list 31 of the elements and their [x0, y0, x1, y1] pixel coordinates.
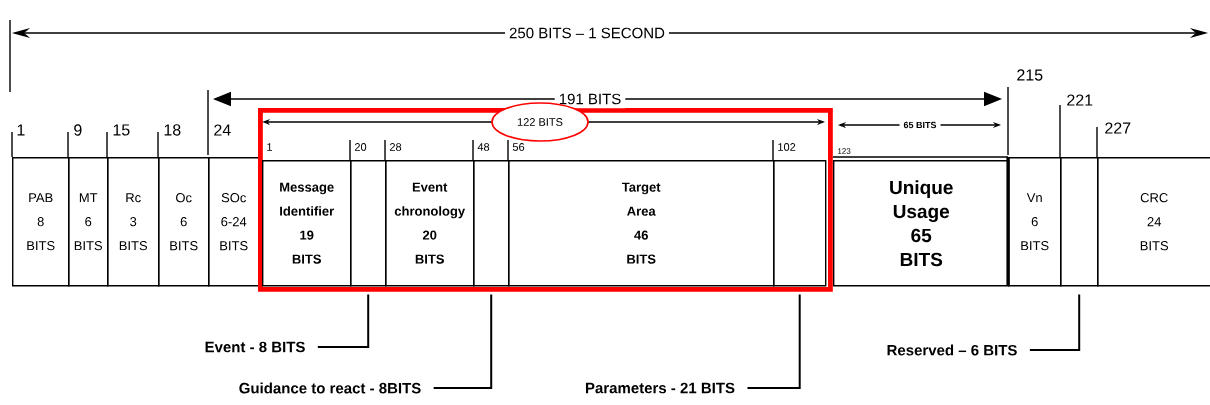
field-cell — [772, 139, 827, 287]
dimension-label: 122 BITS — [517, 118, 563, 126]
leader-line — [1028, 293, 1081, 351]
dimension-label: 65 BITS — [899, 117, 941, 133]
field-cell — [1059, 104, 1099, 287]
callout-text: Event - 8 BITS — [205, 341, 305, 353]
bit-position: 1 — [267, 143, 272, 151]
field-cell: Vn 6 BITS — [1008, 157, 1062, 287]
field-cell: Message Identifier 19 BITS — [262, 160, 352, 287]
bit-position: 24 — [214, 124, 231, 136]
bit-position: 28 — [389, 143, 402, 151]
dimension-label: 191 BITS — [554, 89, 626, 109]
highlight-frame — [258, 108, 833, 292]
callout-text: Guidance to react - 8BITS — [239, 382, 421, 394]
callout-text: Parameters - 21 BITS — [586, 382, 735, 394]
bit-position: 56 — [512, 143, 525, 151]
leader-line — [316, 293, 370, 348]
dimension-label: 250 BITS – 1 SECOND — [505, 23, 669, 43]
leader-line — [432, 293, 493, 389]
callout-text: Reserved – 6 BITS — [887, 344, 1017, 356]
bit-position: 20 — [354, 143, 367, 151]
field-cell: Unique Usage 65 BITS — [832, 156, 1010, 287]
field-cell — [472, 139, 510, 287]
bit-position: 123 — [838, 148, 851, 154]
leader-line — [746, 293, 801, 389]
bit-position: 102 — [778, 143, 796, 151]
field-cell: SOc 6-24 BITS — [208, 157, 260, 287]
bit-position: 48 — [477, 143, 490, 151]
bit-position: 215 — [1017, 69, 1043, 81]
bit-position: 221 — [1067, 94, 1093, 106]
field-cell — [349, 139, 387, 287]
